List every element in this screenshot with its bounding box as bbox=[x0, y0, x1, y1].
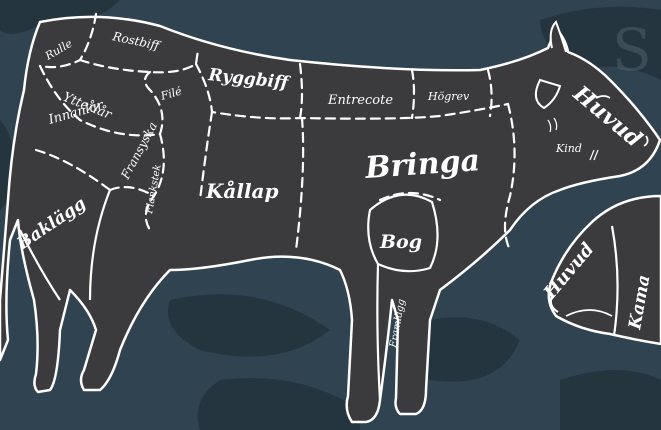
cut-label-kind: Kind bbox=[555, 142, 582, 155]
cut-label-kallap: Kållap bbox=[205, 179, 278, 203]
pig-illustration: Huvud Kama bbox=[539, 196, 661, 344]
cut-label-entrecote: Entrecote bbox=[327, 93, 393, 108]
cut-label-hogrev: Högrev bbox=[427, 90, 470, 103]
watermark-letter: S bbox=[612, 16, 652, 84]
cut-label-bog: Bog bbox=[379, 231, 422, 253]
cow-silhouette bbox=[0, 17, 660, 422]
cow-illustration: Rulle Rostbiff Filé Ryggbiff Entrecote H… bbox=[0, 14, 660, 422]
